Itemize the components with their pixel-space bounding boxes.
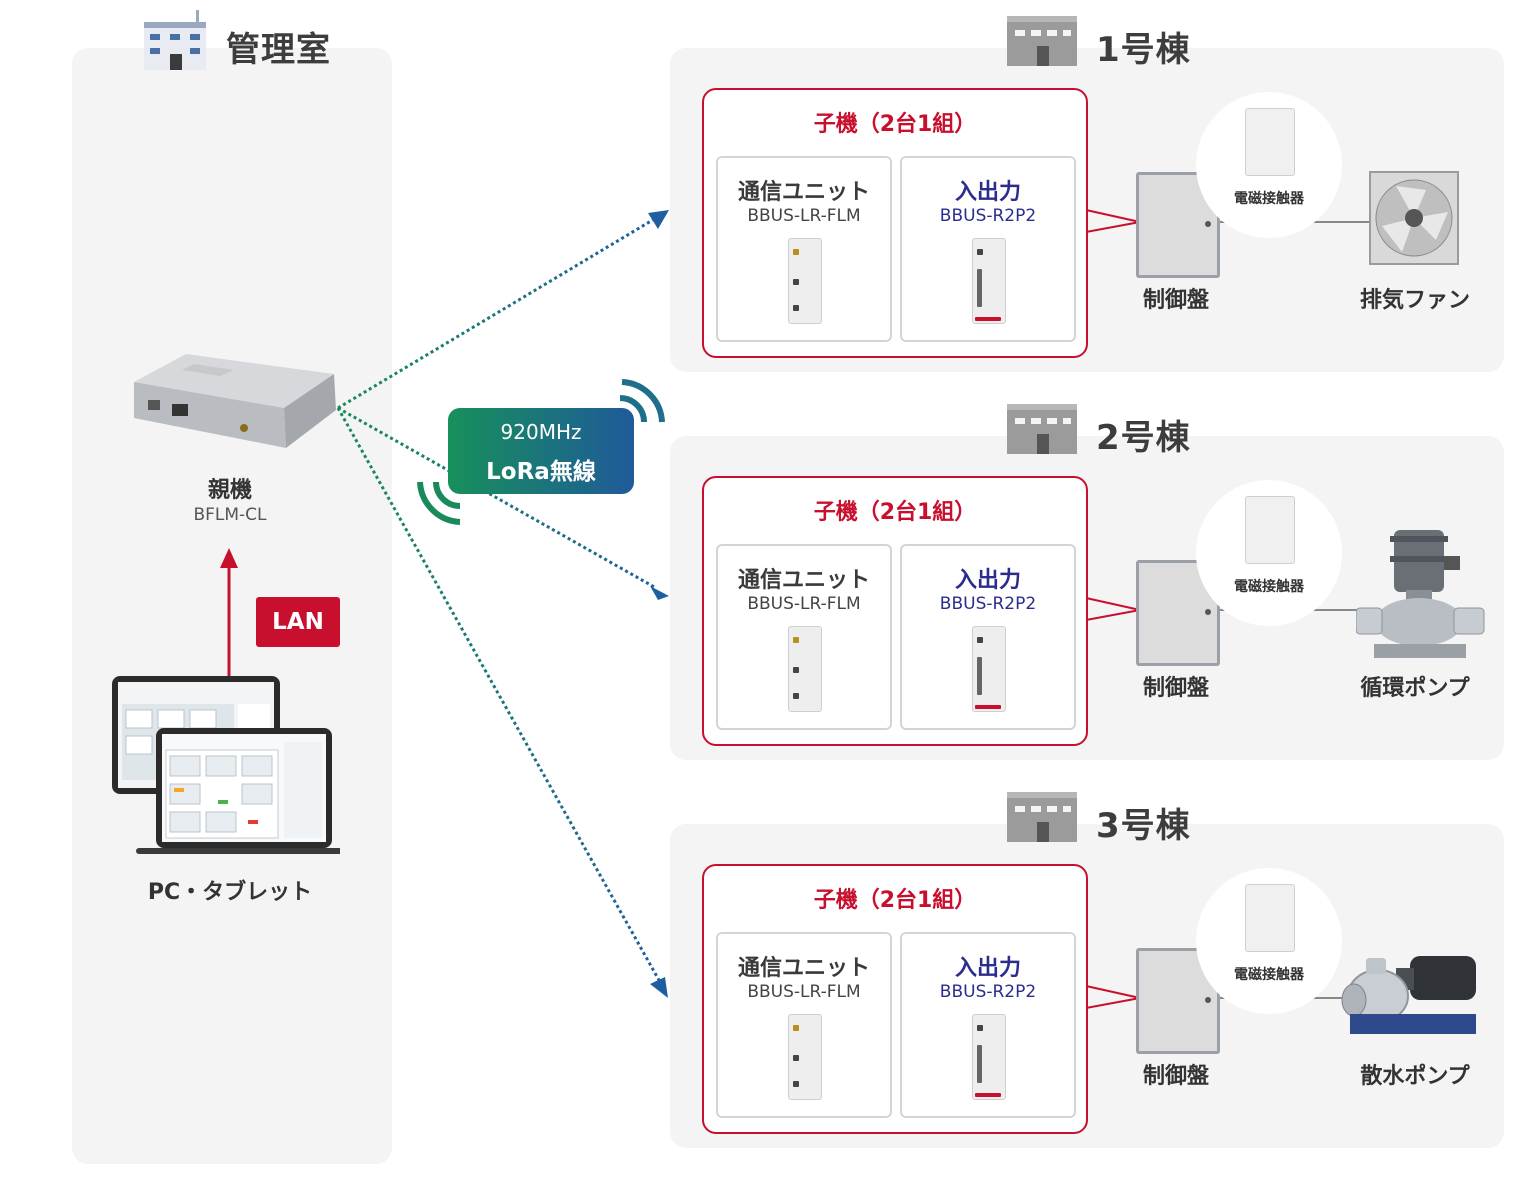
io-unit-name: 入出力: [954, 180, 1021, 205]
comm-unit-card: 通信ユニット BBUS-LR-FLM: [716, 932, 892, 1118]
radio-waves-left-icon: [417, 481, 461, 525]
lora-badge: [448, 408, 634, 494]
control-panel-label: 制御盤: [1142, 676, 1209, 701]
parent-device-name: 親機: [207, 478, 252, 503]
child-unit-box-1: 子機（2台1組） 通信ユニット BBUS-LR-FLM 入出力 BBUS-R2P…: [702, 88, 1088, 358]
control-panel-cabinet: [1136, 948, 1220, 1054]
control-panel-cabinet: [1136, 172, 1220, 278]
equipment-label: 散水ポンプ: [1360, 1064, 1470, 1089]
io-unit-model: BBUS-R2P2: [939, 594, 1037, 614]
contactor-label: 電磁接触器: [1234, 191, 1304, 207]
contactor-label: 電磁接触器: [1234, 967, 1304, 983]
lora-frequency: 920MHz: [500, 420, 582, 444]
contactor-image: [1245, 108, 1295, 176]
control-panel-label: 制御盤: [1142, 1064, 1209, 1089]
radio-waves-right-icon: [619, 379, 665, 423]
building-3-title: 3号棟: [1096, 806, 1191, 846]
building-2-title: 2号棟: [1096, 418, 1191, 458]
lan-label: LAN: [272, 609, 324, 635]
comm-unit-name: 通信ユニット: [737, 956, 870, 981]
child-unit-title: 子機（2台1組）: [813, 500, 977, 525]
io-unit-image: [972, 626, 1006, 712]
comm-unit-name: 通信ユニット: [737, 568, 870, 593]
child-to-panel-connectors: [1085, 209, 1141, 1009]
comm-unit-model: BBUS-LR-FLM: [747, 206, 861, 226]
comm-unit-image: [788, 626, 822, 712]
office-building-icon: [144, 10, 206, 70]
control-panel-label: 制御盤: [1142, 288, 1209, 313]
equipment-label: 排気ファン: [1359, 288, 1470, 313]
parent-device-image: [134, 354, 336, 448]
exhaust-fan-image: [1369, 171, 1459, 265]
contactor-image: [1245, 884, 1295, 952]
io-unit-model: BBUS-R2P2: [939, 982, 1037, 1002]
warehouse-icon: [1007, 404, 1077, 454]
comm-unit-card: 通信ユニット BBUS-LR-FLM: [716, 544, 892, 730]
pc-tablet-image: [112, 676, 340, 854]
comm-unit-card: 通信ユニット BBUS-LR-FLM: [716, 156, 892, 342]
child-unit-box-3: 子機（2台1組） 通信ユニット BBUS-LR-FLM 入出力 BBUS-R2P…: [702, 864, 1088, 1134]
warehouse-icon: [1007, 792, 1077, 842]
building-1-title: 1号棟: [1096, 30, 1191, 70]
equipment-label: 循環ポンプ: [1360, 676, 1470, 701]
contactor-label: 電磁接触器: [1234, 579, 1304, 595]
circulation-pump-image: [1356, 530, 1485, 658]
io-unit-name: 入出力: [954, 956, 1021, 981]
child-unit-title: 子機（2台1組）: [813, 112, 977, 137]
io-unit-model: BBUS-R2P2: [939, 206, 1037, 226]
comm-unit-image: [788, 238, 822, 324]
io-unit-card: 入出力 BBUS-R2P2: [900, 932, 1076, 1118]
pc-tablet-label: PC・タブレット: [147, 880, 313, 905]
io-unit-card: 入出力 BBUS-R2P2: [900, 544, 1076, 730]
wireless-link-3: [336, 407, 668, 998]
wireless-link-2: [337, 406, 669, 600]
child-unit-box-2: 子機（2台1組） 通信ユニット BBUS-LR-FLM 入出力 BBUS-R2P…: [702, 476, 1088, 746]
sprinkler-pump-image: [1341, 956, 1476, 1034]
comm-unit-model: BBUS-LR-FLM: [747, 982, 861, 1002]
comm-unit-model: BBUS-LR-FLM: [747, 594, 861, 614]
comm-unit-name: 通信ユニット: [737, 180, 870, 205]
contactor-image: [1245, 496, 1295, 564]
io-unit-name: 入出力: [954, 568, 1021, 593]
comm-unit-image: [788, 1014, 822, 1100]
parent-device-model: BFLM-CL: [193, 505, 267, 525]
lan-arrow: [220, 548, 238, 678]
control-room-title: 管理室: [226, 30, 331, 70]
wireless-link-1: [337, 210, 669, 410]
io-unit-card: 入出力 BBUS-R2P2: [900, 156, 1076, 342]
lora-name: LoRa無線: [486, 459, 596, 485]
io-unit-image: [972, 238, 1006, 324]
warehouse-icon: [1007, 16, 1077, 66]
lan-badge: [256, 597, 340, 647]
io-unit-image: [972, 1014, 1006, 1100]
child-unit-title: 子機（2台1組）: [813, 888, 977, 913]
